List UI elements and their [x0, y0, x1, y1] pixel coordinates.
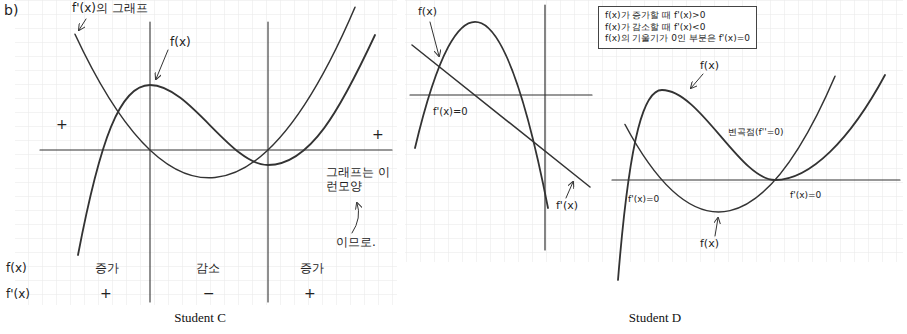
graph-label: f'(x)의 그래프 [72, 2, 148, 16]
leader-arrow [566, 182, 573, 198]
parabola-curve [625, 76, 835, 212]
row-label: f(x) [6, 262, 27, 276]
caption: Student C [174, 311, 226, 326]
caption: Student D [629, 311, 681, 326]
interval-label: 증가 [95, 262, 119, 276]
note-text: f(x)가 감소할 때 f'(x)<0 [605, 22, 750, 34]
graph-label: f'(x)=0 [790, 190, 821, 200]
note-text: 이므로. [336, 236, 376, 250]
interval-label: 증가 [300, 262, 324, 276]
graph-label: 변곡점(f''=0) [728, 127, 783, 137]
interval-label: 감소 [196, 262, 220, 276]
cubic-curve [618, 75, 885, 280]
x-axis [612, 179, 900, 180]
graph-label: f(x) [700, 60, 719, 73]
part-label: b) [4, 2, 18, 18]
leader-arrow [352, 203, 359, 233]
sign-mark: + [56, 116, 68, 132]
graph-label: f'(x)=0 [628, 194, 659, 204]
y-axis [544, 5, 545, 250]
note-box: f(x)가 증가할 때 f'(x)>0f(x)가 감소할 때 f'(x)<0f(… [598, 6, 757, 49]
graph-label: f(x) [418, 6, 437, 19]
parabola-curve [75, 7, 355, 178]
note-text: f(x)가 증가할 때 f'(x)>0 [605, 10, 750, 22]
note-text: 그래프는 이런모양 [326, 166, 390, 194]
sign-mark: + [100, 285, 112, 301]
leader-arrow [79, 19, 86, 30]
derivative-line [412, 45, 590, 187]
x-axis [40, 149, 392, 150]
graph-paper [15, 0, 397, 305]
graph-paper [405, 0, 903, 262]
sign-mark: − [203, 285, 215, 301]
sign-mark: + [304, 285, 316, 301]
sign-mark: + [372, 126, 384, 142]
divider-line [267, 22, 268, 302]
parabola-curve [415, 22, 548, 208]
row-label: f'(x) [6, 288, 30, 302]
leader-arrow [715, 218, 718, 236]
graph-label: f'(x)=0 [433, 106, 468, 118]
divider-line [149, 22, 150, 302]
leader-arrow [156, 50, 168, 79]
note-text: f(x)의 기울기가 0인 부분은 f'(x)=0 [605, 33, 750, 45]
leader-arrow [430, 22, 439, 56]
cubic-curve [78, 35, 375, 255]
leader-arrow [691, 74, 703, 88]
graph-label: f'(x) [556, 200, 578, 213]
graph-label: f(x) [170, 36, 191, 50]
graph-label: f(x) [700, 238, 719, 251]
x-axis [410, 94, 592, 95]
